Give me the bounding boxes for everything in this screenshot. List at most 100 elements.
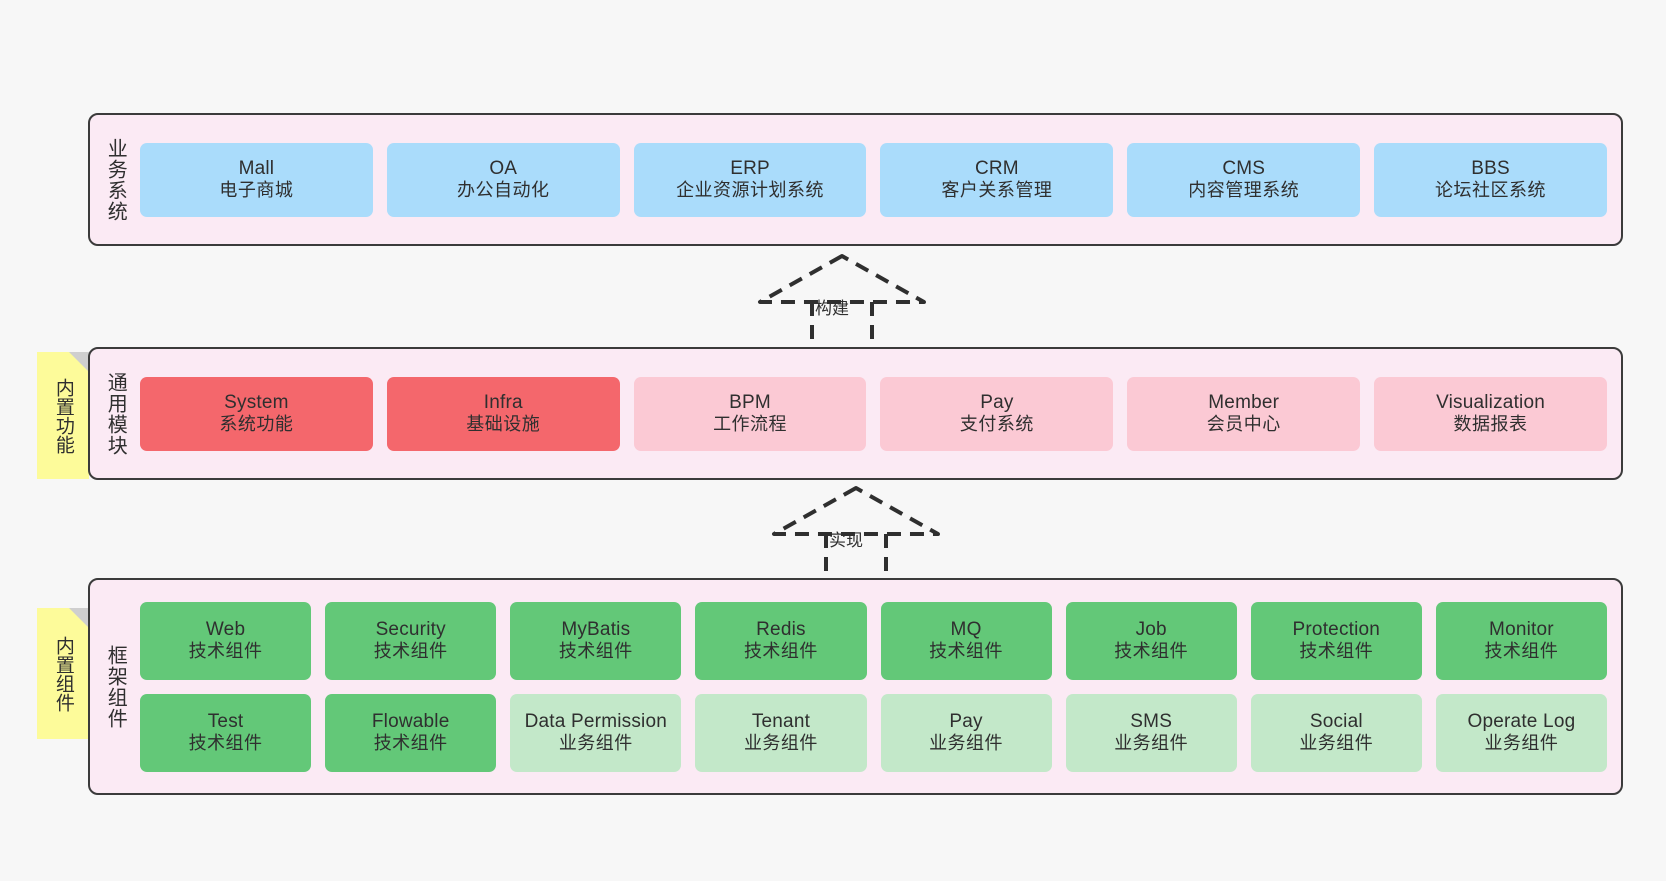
node-subtitle: 技术组件 bbox=[1484, 641, 1559, 662]
node-web[interactable]: Web 技术组件 bbox=[140, 601, 312, 680]
node-title: Tenant bbox=[751, 710, 811, 732]
node-sms[interactable]: SMS 业务组件 bbox=[1065, 693, 1237, 772]
node-subtitle: 技术组件 bbox=[1114, 641, 1189, 662]
node-row: Web 技术组件 Security 技术组件 MyBatis 技术组件 Redi… bbox=[140, 601, 1607, 680]
node-title: Test bbox=[207, 710, 244, 732]
node-system[interactable]: System 系统功能 bbox=[140, 376, 373, 451]
node-operate-log[interactable]: Operate Log 业务组件 bbox=[1435, 693, 1607, 772]
node-title: Pay bbox=[980, 391, 1014, 413]
node-title: Operate Log bbox=[1467, 710, 1576, 732]
node-crm[interactable]: CRM 客户关系管理 bbox=[880, 142, 1114, 217]
node-tenant[interactable]: Tenant 业务组件 bbox=[695, 693, 867, 772]
node-row: Test 技术组件 Flowable 技术组件 Data Permission … bbox=[140, 693, 1607, 772]
node-title: Protection bbox=[1292, 618, 1381, 640]
node-subtitle: 支付系统 bbox=[959, 414, 1034, 435]
node-title: MyBatis bbox=[561, 618, 631, 640]
node-data-permission[interactable]: Data Permission 业务组件 bbox=[510, 693, 682, 772]
node-member[interactable]: Member 会员中心 bbox=[1127, 376, 1361, 451]
node-mall[interactable]: Mall 电子商城 bbox=[140, 142, 373, 217]
node-subtitle: 客户关系管理 bbox=[941, 180, 1053, 201]
node-subtitle: 内容管理系统 bbox=[1188, 180, 1300, 201]
node-title: BPM bbox=[729, 391, 771, 413]
node-title: Data Permission bbox=[524, 710, 667, 732]
node-subtitle: 会员中心 bbox=[1206, 414, 1281, 435]
layer-business-systems: 业务系统 Mall 电子商城 OA 办公自动化 ERP 企业资源计划系统 CRM… bbox=[88, 113, 1623, 246]
node-title: OA bbox=[489, 157, 518, 179]
node-subtitle: 论坛社区系统 bbox=[1435, 180, 1547, 201]
node-title: Social bbox=[1309, 710, 1363, 732]
node-title: CRM bbox=[974, 157, 1019, 179]
node-title: Member bbox=[1208, 391, 1280, 413]
layer-framework-components: 框架组件 Web 技术组件 Security 技术组件 MyBatis 技术组件… bbox=[88, 578, 1623, 795]
node-title: Visualization bbox=[1436, 391, 1546, 413]
node-title: Monitor bbox=[1489, 618, 1554, 640]
node-title: SMS bbox=[1130, 710, 1173, 732]
layer-common-modules-label: 通用模块 bbox=[104, 371, 127, 456]
sticky-note-builtin-components: 内置组件 bbox=[37, 608, 89, 739]
node-subtitle: 业务组件 bbox=[1299, 733, 1374, 754]
node-subtitle: 技术组件 bbox=[373, 641, 448, 662]
generalization-triangle-head bbox=[772, 486, 940, 536]
node-subtitle: 业务组件 bbox=[1114, 733, 1189, 754]
node-title: Mall bbox=[238, 157, 275, 179]
layer-business-systems-body: Mall 电子商城 OA 办公自动化 ERP 企业资源计划系统 CRM 客户关系… bbox=[140, 115, 1621, 244]
connector-build-label: 构建 bbox=[815, 299, 849, 318]
node-pay-component[interactable]: Pay 业务组件 bbox=[880, 693, 1052, 772]
node-oa[interactable]: OA 办公自动化 bbox=[386, 142, 620, 217]
node-title: Pay bbox=[949, 710, 983, 732]
node-redis[interactable]: Redis 技术组件 bbox=[695, 601, 867, 680]
node-test[interactable]: Test 技术组件 bbox=[140, 693, 312, 772]
node-subtitle: 基础设施 bbox=[466, 414, 541, 435]
connector-implement-label: 实现 bbox=[829, 531, 863, 550]
node-flowable[interactable]: Flowable 技术组件 bbox=[325, 693, 497, 772]
node-subtitle: 技术组件 bbox=[188, 733, 263, 754]
node-security[interactable]: Security 技术组件 bbox=[325, 601, 497, 680]
node-subtitle: 企业资源计划系统 bbox=[676, 180, 825, 201]
node-bbs[interactable]: BBS 论坛社区系统 bbox=[1374, 142, 1607, 217]
node-title: CMS bbox=[1222, 157, 1266, 179]
node-subtitle: 工作流程 bbox=[713, 414, 788, 435]
node-protection[interactable]: Protection 技术组件 bbox=[1250, 601, 1422, 680]
layer-framework-components-label: 框架组件 bbox=[104, 644, 127, 729]
node-subtitle: 业务组件 bbox=[929, 733, 1004, 754]
node-subtitle: 业务组件 bbox=[1484, 733, 1559, 754]
layer-business-systems-label: 业务系统 bbox=[104, 137, 127, 222]
node-title: Redis bbox=[756, 618, 806, 640]
node-infra[interactable]: Infra 基础设施 bbox=[386, 376, 620, 451]
generalization-triangle-head bbox=[758, 254, 926, 304]
node-subtitle: 技术组件 bbox=[558, 641, 633, 662]
node-social[interactable]: Social 业务组件 bbox=[1250, 693, 1422, 772]
node-subtitle: 技术组件 bbox=[1299, 641, 1374, 662]
node-subtitle: 业务组件 bbox=[743, 733, 818, 754]
node-cms[interactable]: CMS 内容管理系统 bbox=[1127, 142, 1361, 217]
node-bpm[interactable]: BPM 工作流程 bbox=[633, 376, 867, 451]
node-title: ERP bbox=[730, 157, 770, 179]
connector-build-arrow: 构建 bbox=[752, 254, 932, 350]
node-subtitle: 技术组件 bbox=[373, 733, 448, 754]
layer-common-modules: 通用模块 System 系统功能 Infra 基础设施 BPM 工作流程 Pay… bbox=[88, 347, 1623, 480]
node-mq[interactable]: MQ 技术组件 bbox=[880, 601, 1052, 680]
node-title: Security bbox=[375, 618, 446, 640]
node-title: BBS bbox=[1471, 157, 1510, 179]
node-monitor[interactable]: Monitor 技术组件 bbox=[1435, 601, 1607, 680]
connector-stem bbox=[824, 534, 888, 582]
node-mybatis[interactable]: MyBatis 技术组件 bbox=[510, 601, 682, 680]
node-subtitle: 业务组件 bbox=[558, 733, 633, 754]
sticky-note-builtin-features: 内置功能 bbox=[37, 352, 89, 479]
node-erp[interactable]: ERP 企业资源计划系统 bbox=[633, 142, 867, 217]
node-visualization[interactable]: Visualization 数据报表 bbox=[1374, 376, 1607, 451]
node-subtitle: 技术组件 bbox=[188, 641, 263, 662]
node-subtitle: 办公自动化 bbox=[456, 180, 550, 201]
node-subtitle: 数据报表 bbox=[1453, 414, 1528, 435]
node-title: Infra bbox=[483, 391, 523, 413]
node-title: System bbox=[224, 391, 289, 413]
node-job[interactable]: Job 技术组件 bbox=[1065, 601, 1237, 680]
node-subtitle: 技术组件 bbox=[743, 641, 818, 662]
node-title: MQ bbox=[950, 618, 982, 640]
layer-common-modules-body: System 系统功能 Infra 基础设施 BPM 工作流程 Pay 支付系统… bbox=[140, 349, 1621, 478]
node-subtitle: 技术组件 bbox=[929, 641, 1004, 662]
node-row: Mall 电子商城 OA 办公自动化 ERP 企业资源计划系统 CRM 客户关系… bbox=[140, 142, 1607, 217]
node-pay-module[interactable]: Pay 支付系统 bbox=[880, 376, 1114, 451]
sticky-note-label: 内置组件 bbox=[52, 635, 74, 712]
